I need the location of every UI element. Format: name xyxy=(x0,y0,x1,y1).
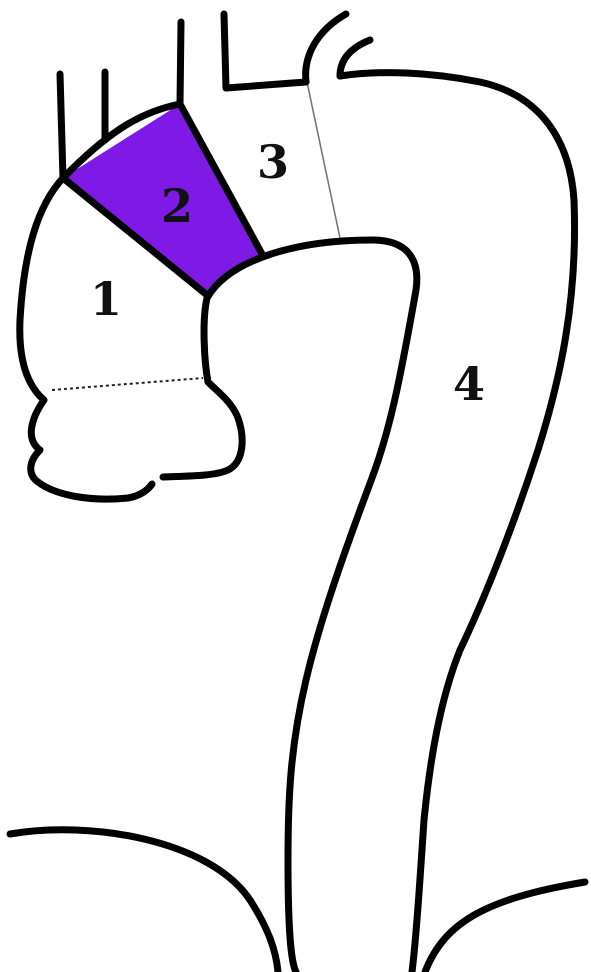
zone-3-4-boundary xyxy=(307,82,340,238)
branch-vessel-left-1 xyxy=(60,74,63,178)
bottom-left-curve xyxy=(10,830,278,972)
arch-top-wall xyxy=(226,82,306,88)
branch-vessel-mid xyxy=(224,14,226,88)
zone-0-1-boundary xyxy=(52,378,203,390)
zone-3-label: 3 xyxy=(257,135,289,189)
zone-1-label: 1 xyxy=(90,272,122,326)
arch-inner-wall xyxy=(207,240,417,972)
aortic-root-wall xyxy=(163,298,242,477)
bottom-right-curve xyxy=(425,882,585,972)
arch-outer-wall xyxy=(340,73,575,972)
zone-2-label: 2 xyxy=(161,179,193,233)
branch-vessel-left-3 xyxy=(180,22,181,104)
zone-4-label: 4 xyxy=(453,357,485,411)
